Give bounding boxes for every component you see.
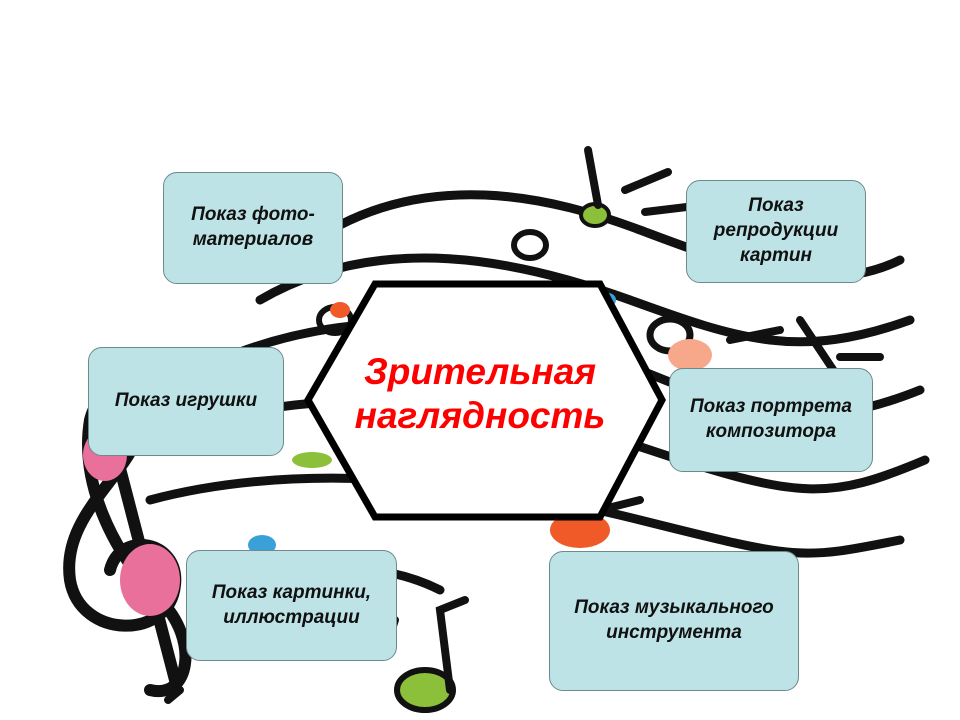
- node-photo-materials: Показ фото- материалов: [163, 172, 343, 284]
- node-picture-illustration: Показ картинки, иллюстрации: [186, 550, 397, 661]
- center-title: Зрительная наглядность: [354, 351, 606, 437]
- node-composer-portrait: Показ портрета композитора: [669, 368, 873, 472]
- node-toy: Показ игрушки: [88, 347, 284, 456]
- node-musical-instrument: Показ музыкального инструмента: [549, 551, 799, 691]
- node-reproduction-paintings: Показ репродукции картин: [686, 180, 866, 283]
